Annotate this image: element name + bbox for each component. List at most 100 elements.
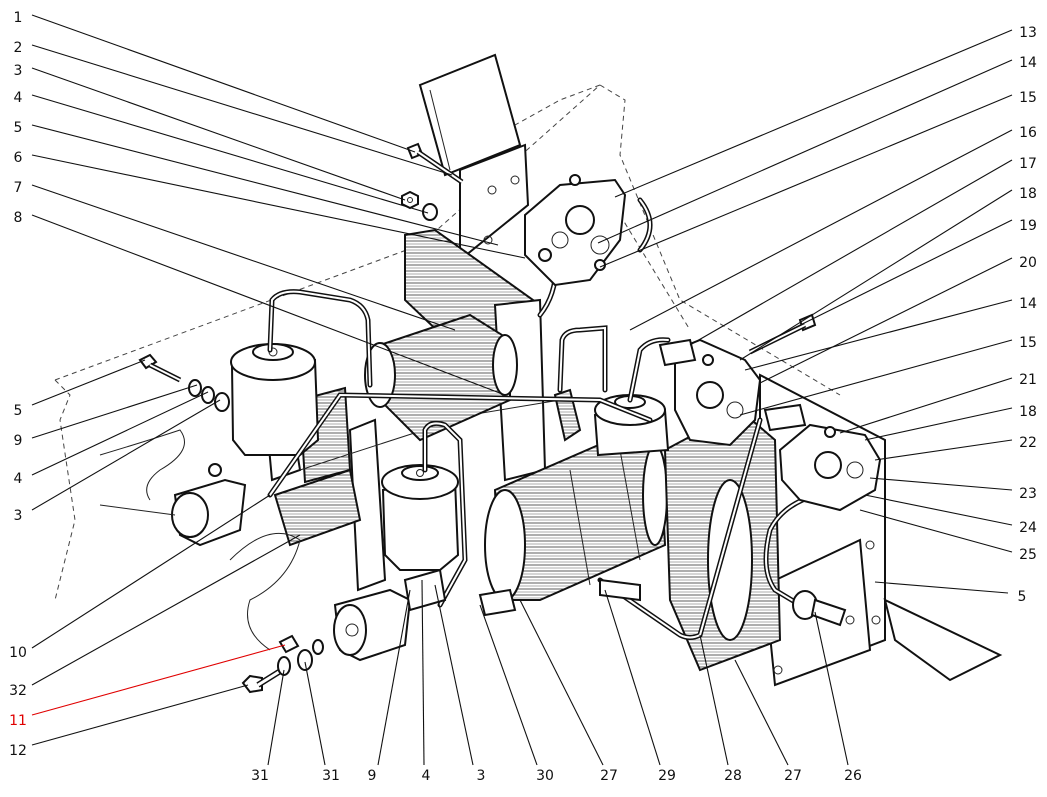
callout-c14: 14 [1019,55,1037,71]
callout-c24: 24 [1019,520,1037,536]
leader-line-c13 [614,29,1013,198]
leader-line-c5c [874,581,1009,594]
callout-c20: 20 [1019,255,1037,271]
callout-c8: 8 [14,210,23,226]
callout-c16: 16 [1019,125,1037,141]
callout-b27b: 27 [784,768,802,784]
fitting-11 [278,634,300,654]
filter-middle [381,464,460,571]
callout-c6: 6 [14,150,23,166]
leader-line-c24 [864,494,1013,526]
leader-line-c2 [31,44,453,176]
leader-line-b31a [267,669,285,766]
leader-line-c20 [759,257,1013,384]
leader-line-c1 [31,14,416,153]
fitting-26 [478,578,847,627]
bolt-1 [406,142,464,185]
callout-b9: 9 [368,768,377,784]
actuator-left [99,463,247,547]
callout-b31b: 31 [322,768,340,784]
callout-c5c: 5 [1018,589,1027,605]
callout-c18b: 18 [1019,404,1037,420]
leader-line-c6 [31,154,526,259]
leader-line-c22 [874,439,1013,461]
callout-c23: 23 [1019,486,1037,502]
callout-c21: 21 [1019,372,1037,388]
leader-line-c17 [689,159,1013,346]
callout-b26: 26 [844,768,862,784]
leader-line-b3 [434,584,474,766]
callout-c14b: 14 [1019,296,1037,312]
callout-labels: 1234567859431032111213141516171819201415… [9,10,1037,784]
leader-line-c5b [31,359,146,406]
leader-line-c9 [31,384,198,439]
leader-line-c14b [744,299,1013,371]
leader-line-c10 [31,494,271,649]
callout-b4: 4 [422,768,431,784]
callout-c7: 7 [14,180,23,196]
callout-b27a: 27 [600,768,618,784]
leader-line-b29 [604,589,661,766]
leader-line-c4 [31,94,429,214]
leader-line-c12 [31,684,249,746]
leader-line-c5 [31,124,499,246]
callout-c5b: 5 [14,403,23,419]
leader-line-b30 [479,604,538,766]
callout-c17: 17 [1019,156,1037,172]
nut-3 [401,190,419,210]
callout-b29: 29 [658,768,676,784]
leader-line-c14 [597,59,1013,244]
callout-c4b: 4 [14,471,23,487]
callout-c25: 25 [1019,547,1037,563]
callout-c1: 1 [14,10,23,26]
leader-line-c4b [31,391,209,476]
bolt-12 [241,667,284,694]
callout-c22: 22 [1019,435,1037,451]
front-cylinder [484,438,668,601]
actuator-lower [333,568,447,662]
callout-c9: 9 [14,433,23,449]
callout-b28: 28 [724,768,742,784]
leader-line-b28 [699,634,729,766]
leader-line-c11 [31,644,286,716]
leader-line-b31b [304,661,326,766]
callout-b31a: 31 [251,768,269,784]
callout-c3b: 3 [14,508,23,524]
callout-c15: 15 [1019,90,1037,106]
callout-c12: 12 [9,743,27,759]
callout-c10: 10 [9,645,27,661]
leader-line-c18b [864,407,1013,441]
callout-c4: 4 [14,90,23,106]
callout-c5: 5 [14,120,23,136]
callout-c19: 19 [1019,218,1037,234]
leader-line-c25 [859,509,1013,553]
leader-line-c21 [839,377,1013,434]
leader-line-b4 [421,579,425,766]
callout-c3: 3 [14,63,23,79]
valve-right-upper [658,338,762,447]
leader-line-c3b [31,399,221,511]
washers-31 [277,639,324,676]
leader-line-b9 [377,589,411,766]
leader-line-c19 [759,219,1013,346]
filter-left [230,343,320,456]
leader-line-b26 [814,611,849,766]
callout-c11: 11 [9,713,27,729]
leader-line-c18 [739,189,1013,361]
callout-c32: 32 [9,683,27,699]
valve-top [524,174,627,287]
callout-c18: 18 [1019,186,1037,202]
callout-c2: 2 [14,40,23,56]
right-cylinder [663,408,782,672]
leader-line-c15b [739,339,1013,416]
valve-right-lower [763,403,882,512]
mounting-bracket [418,53,530,263]
callout-b30: 30 [536,768,554,784]
leader-line-c16 [629,129,1013,331]
leader-line-c23 [869,477,1013,491]
callout-c13: 13 [1019,25,1037,41]
leader-line-c32 [31,534,301,686]
leader-line-c8 [31,214,506,396]
